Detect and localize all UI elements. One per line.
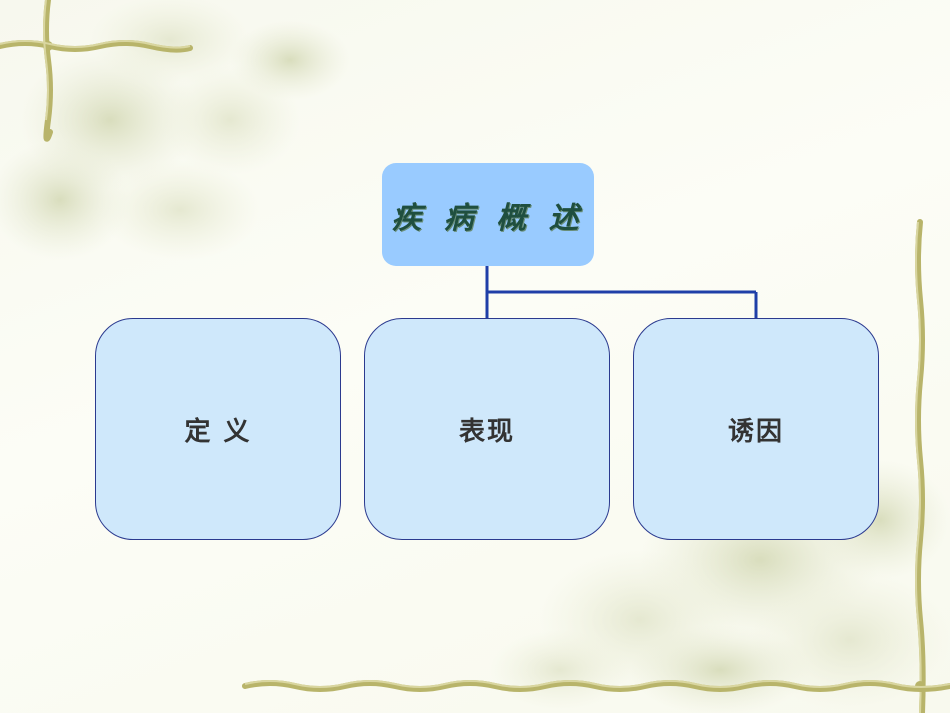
vine-highlight-right <box>915 221 922 713</box>
child-node-label: 表现 <box>458 416 515 447</box>
child-node-label: 定 义 <box>184 416 252 447</box>
child-node-cause[interactable]: 诱因 <box>633 318 879 540</box>
child-node-definition[interactable]: 定 义 <box>95 318 341 540</box>
child-node-label: 诱因 <box>727 416 784 447</box>
flower-decoration-top-left <box>0 0 350 260</box>
root-node-label: 疾 病 概 述 <box>391 200 585 236</box>
vine-highlight-top-left <box>0 0 191 121</box>
child-node-manifestation[interactable]: 表现 <box>364 318 610 540</box>
flower-decoration-bottom-right <box>490 460 950 713</box>
root-node[interactable]: 疾 病 概 述 <box>382 163 594 266</box>
vine-highlight-bottom <box>244 680 950 688</box>
vine-decoration-right <box>915 219 926 713</box>
